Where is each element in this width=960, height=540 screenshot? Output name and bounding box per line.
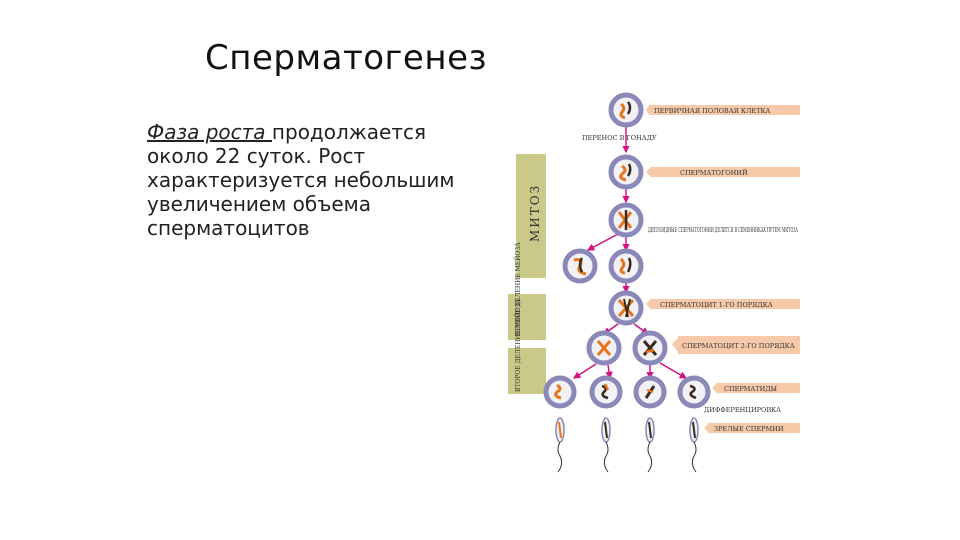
- label-spermatids-text: СПЕРМАТИДЫ: [724, 385, 778, 393]
- label-primary-germ-cell-text: ПЕРВИЧНАЯ ПОЛОВАЯ КЛЕТКА: [654, 107, 770, 115]
- label-spermatogonium-text: СПЕРМАТОГОНИЙ: [680, 168, 748, 177]
- diploid-spermatogonia-text: ДИПЛОИДНЫЕ СПЕРМАТОГОНИИ ДЕЛЯТСЯ В СЕМЕН…: [648, 226, 798, 234]
- primary-spermatocyte-cell: [611, 293, 641, 323]
- spermatid-2: [592, 378, 620, 406]
- transfer-to-gonad-text: ПЕРЕНОС В ГОНАДУ: [582, 134, 657, 142]
- mature-sperm-1: [556, 418, 564, 472]
- differentiation-text: ДИФФЕРЕНЦИРОВКА: [704, 406, 781, 414]
- secondary-spermatocyte-left: [589, 333, 619, 363]
- secondary-spermatocyte-right: [635, 333, 665, 363]
- label-spermatocyte-2-text: СПЕРМАТОЦИТ 2-ГО ПОРЯДКА: [682, 342, 795, 350]
- label-spermatocyte-1-text: СПЕРМАТОЦИТ 1-ГО ПОРЯДКА: [660, 301, 773, 309]
- meiosis-2-side-label: ВТОРОЕ ДЕЛЕНИЕ МЕЙОЗА: [514, 299, 522, 392]
- slide-title: Сперматогенез: [205, 38, 487, 78]
- primary-germ-cell: [611, 95, 641, 125]
- spermatid-1: [546, 378, 574, 406]
- mature-sperm-3: [646, 418, 654, 472]
- label-spermatocyte-1: СПЕРМАТОЦИТ 1-ГО ПОРЯДКА: [646, 298, 800, 310]
- growth-phase-heading: Фаза роста: [147, 120, 272, 144]
- diploid-spermatogonium-cell: [611, 205, 641, 235]
- meiosis-2-label-text: ВТОРОЕ ДЕЛЕНИЕ МЕЙОЗА: [514, 299, 522, 392]
- mature-sperm-2: [602, 418, 610, 472]
- label-spermatogonium: СПЕРМАТОГОНИЙ: [646, 166, 800, 178]
- spermatid-3: [636, 378, 664, 406]
- mature-sperm-4: [690, 418, 698, 472]
- spermatogonium-cell: [611, 157, 641, 187]
- label-primary-germ-cell: ПЕРВИЧНАЯ ПОЛОВАЯ КЛЕТКА: [646, 104, 800, 116]
- spermatid-4: [680, 378, 708, 406]
- spermatogenesis-diagram: МИТОЗ ПЕРВОЕ ДЕЛЕНИЕ МЕЙОЗА ВТОРОЕ ДЕЛЕН…: [500, 90, 820, 510]
- label-spermatocyte-2: СПЕРМАТОЦИТ 2-ГО ПОРЯДКА: [672, 336, 800, 354]
- daughter-spermatogonium-right: [611, 251, 641, 281]
- mitosis-side-label: МИТОЗ: [528, 184, 542, 242]
- daughter-spermatogonium-left: [565, 251, 595, 281]
- slide-body-text: Фаза роста продолжается около 22 суток. …: [147, 120, 492, 240]
- label-spermatids: СПЕРМАТИДЫ: [712, 382, 800, 394]
- label-mature-sperm-text: ЗРЕЛЫЕ СПЕРМИИ: [714, 425, 784, 433]
- label-mature-sperm: ЗРЕЛЫЕ СПЕРМИИ: [704, 422, 800, 434]
- diploid-spermatogonia-line: ДИПЛОИДНЫЕ СПЕРМАТОГОНИИ ДЕЛЯТСЯ В СЕМЕН…: [648, 226, 798, 234]
